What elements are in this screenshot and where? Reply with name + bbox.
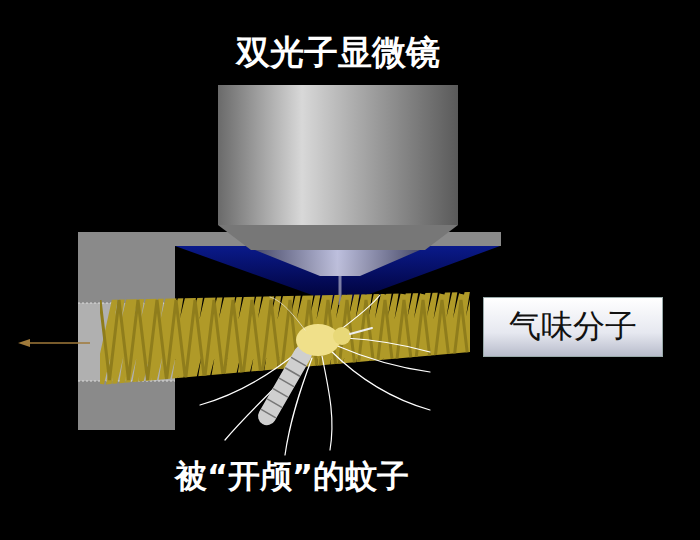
label-box: 气味分子	[483, 297, 663, 357]
mosquito	[200, 295, 430, 455]
flow-arrow	[26, 342, 90, 344]
objective	[218, 85, 458, 225]
objective-lens	[255, 250, 420, 276]
flow-arrowhead	[18, 339, 30, 347]
objective-tip	[218, 225, 458, 250]
title: 双光子显微镜	[236, 30, 440, 76]
node-text: 气味分子	[509, 305, 637, 349]
scribble	[100, 300, 471, 380]
caption-label: 被“开颅”的蚊子	[175, 455, 409, 499]
